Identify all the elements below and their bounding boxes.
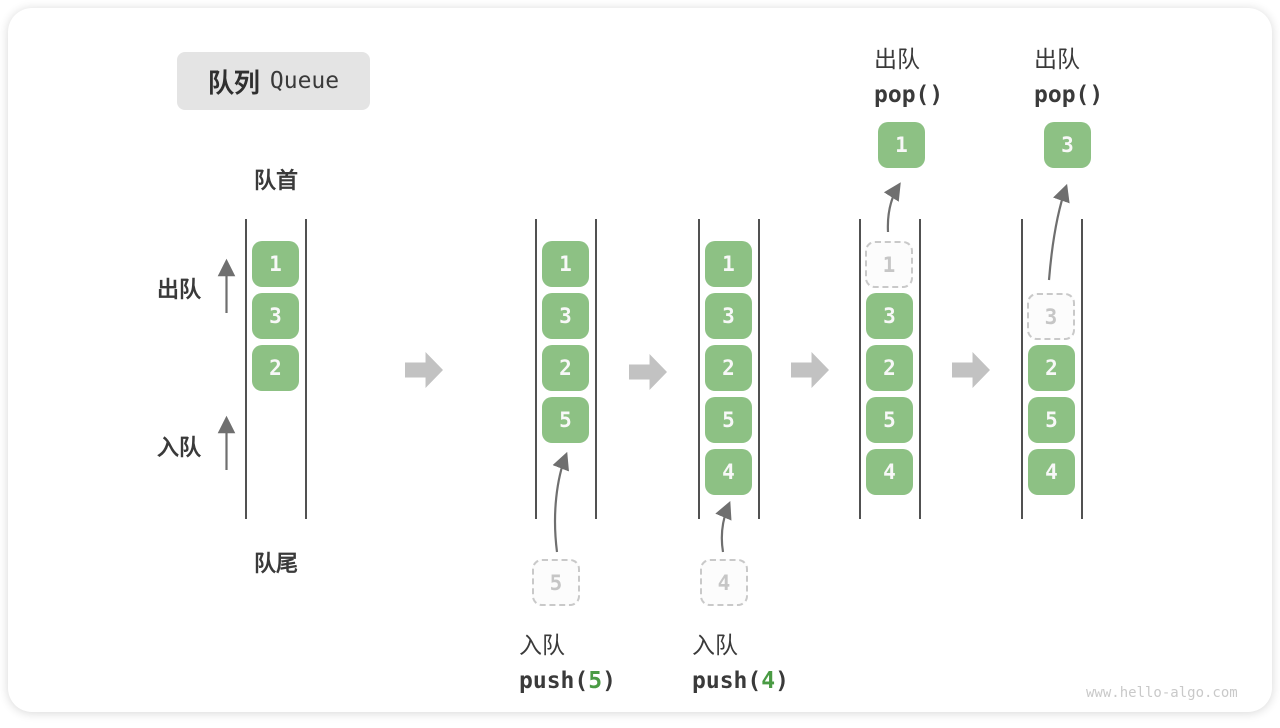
channel-line — [305, 219, 307, 519]
op-label-push4: 入队 push(4) — [692, 626, 789, 694]
ghost-element: 3 — [1027, 293, 1075, 340]
ghost-element: 1 — [865, 241, 913, 288]
pending-element: 4 — [700, 559, 748, 606]
op-pop1-zh: 出队 — [874, 46, 920, 72]
pending-element: 5 — [532, 559, 580, 606]
queue-element: 5 — [1028, 397, 1075, 443]
channel-line — [859, 219, 861, 519]
queue-element: 5 — [542, 397, 589, 443]
queue-element: 2 — [705, 345, 752, 391]
flow-arrow-icon — [405, 352, 443, 388]
title-box: 队列 Queue — [177, 52, 370, 110]
op-pop2-code: pop() — [1034, 82, 1104, 108]
queue-element: 2 — [1028, 345, 1075, 391]
queue-element: 4 — [1028, 449, 1075, 495]
queue-element: 4 — [866, 449, 913, 495]
queue-element: 5 — [866, 397, 913, 443]
channel-line — [1021, 219, 1023, 519]
op-push5-zh: 入队 — [519, 632, 565, 658]
label-queue-rear: 队尾 — [253, 551, 298, 576]
watermark: www.hello-algo.com — [1086, 685, 1238, 701]
flow-arrow-icon — [791, 352, 829, 388]
channel-line — [919, 219, 921, 519]
op-label-push5: 入队 push(5) — [519, 626, 616, 694]
queue-element: 2 — [542, 345, 589, 391]
label-queue-front: 队首 — [253, 168, 298, 193]
op-label-pop2: 出队 pop() — [1034, 40, 1103, 108]
label-enqueue-side: 入队 — [157, 435, 202, 460]
op-push4-code: push(4) — [692, 668, 789, 694]
queue-element: 5 — [705, 397, 752, 443]
flow-arrow-icon — [629, 354, 667, 390]
push5-arrow-icon — [552, 451, 569, 553]
op-label-pop1: 出队 pop() — [874, 40, 943, 108]
title-en: Queue — [269, 68, 340, 94]
op-pop1-code: pop() — [874, 82, 944, 108]
push4-arrow-icon — [715, 500, 732, 553]
label-dequeue-side: 出队 — [157, 277, 202, 302]
flow-arrow-icon — [952, 352, 990, 388]
op-push4-zh: 入队 — [692, 632, 738, 658]
queue-element: 3 — [705, 293, 752, 339]
queue-element: 1 — [542, 241, 589, 287]
popped-element: 1 — [878, 122, 925, 168]
queue-element: 2 — [866, 345, 913, 391]
pop1-arrow-icon — [883, 182, 901, 233]
queue-element: 2 — [252, 345, 299, 391]
pop2-arrow-icon — [1047, 183, 1070, 281]
op-pop2-zh: 出队 — [1034, 46, 1080, 72]
channel-line — [758, 219, 760, 519]
queue-element: 3 — [542, 293, 589, 339]
popped-element: 3 — [1044, 122, 1091, 168]
queue-element: 3 — [866, 293, 913, 339]
diagram-card: 队列 Queue 队首 队尾 出队 入队 1 3 2 1 3 2 5 5 入队 … — [8, 8, 1272, 712]
channel-line — [698, 219, 700, 519]
channel-line — [535, 219, 537, 519]
queue-element: 1 — [705, 241, 752, 287]
queue-element: 4 — [705, 449, 752, 495]
channel-line — [245, 219, 247, 519]
channel-line — [1081, 219, 1083, 519]
queue-element: 1 — [252, 241, 299, 287]
title-zh: 队列 — [207, 67, 260, 98]
queue-element: 3 — [252, 293, 299, 339]
op-push5-code: push(5) — [519, 668, 616, 694]
channel-line — [595, 219, 597, 519]
